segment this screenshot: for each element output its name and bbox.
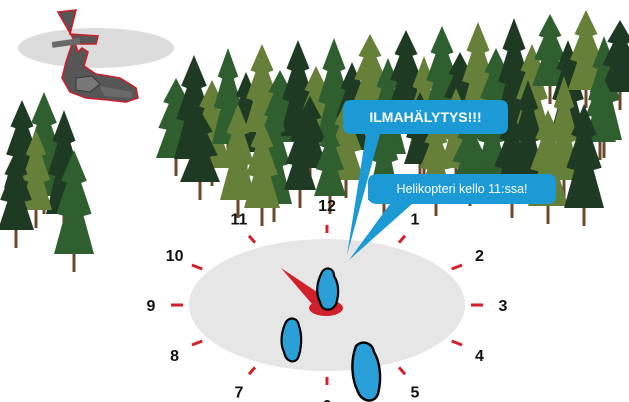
clock-number: 12: [318, 198, 336, 215]
tree-icon: [220, 104, 256, 218]
info-bubble-shape: [349, 174, 556, 260]
soldier-figure-icon: [280, 317, 303, 363]
tree-icon: [564, 104, 604, 226]
clock-number: 6: [323, 398, 332, 402]
tree-icon: [20, 130, 52, 228]
clock-number: 4: [475, 348, 484, 365]
clock-tick: [397, 234, 407, 244]
soldier-figure-icon: [316, 267, 340, 311]
tree-icon: [0, 150, 34, 248]
clock-tick: [191, 263, 203, 271]
info-text: Helikopteri kello 11:ssa!: [396, 182, 528, 196]
tree-icon: [284, 118, 316, 208]
helicopter-icon: [18, 9, 174, 103]
clock-tick: [451, 339, 463, 347]
clock-number: 9: [147, 298, 156, 315]
soldier-figure-icon: [351, 341, 382, 402]
tree-icon: [600, 20, 629, 110]
tree-icon: [54, 150, 94, 272]
clock-number: 2: [475, 248, 484, 265]
clock-number: 11: [231, 211, 248, 228]
clock-number: 8: [170, 348, 179, 365]
alert-text: ILMAHÄLYTYS!!!: [369, 109, 482, 125]
clock-tick: [247, 234, 257, 244]
tree-icon: [314, 124, 346, 214]
clock-ticks: [171, 225, 483, 385]
clock-numbers: 121234567891011: [147, 198, 508, 402]
clock-number: 5: [411, 385, 420, 402]
clock-number: 10: [166, 248, 184, 265]
tree-icon: [244, 120, 280, 226]
clock-tick: [397, 366, 407, 376]
direction-pointer-icon: [281, 268, 326, 311]
clock-number: 7: [235, 385, 244, 402]
forest: [0, 10, 629, 272]
clock-tick: [451, 263, 463, 271]
tree-icon: [568, 10, 604, 108]
clock-tick: [191, 339, 203, 347]
tree-icon: [180, 110, 220, 200]
alert-bubble-shape: [343, 100, 508, 255]
clock-tick: [247, 366, 257, 376]
clock-number: 1: [411, 211, 420, 228]
clock-number: 3: [499, 298, 508, 315]
